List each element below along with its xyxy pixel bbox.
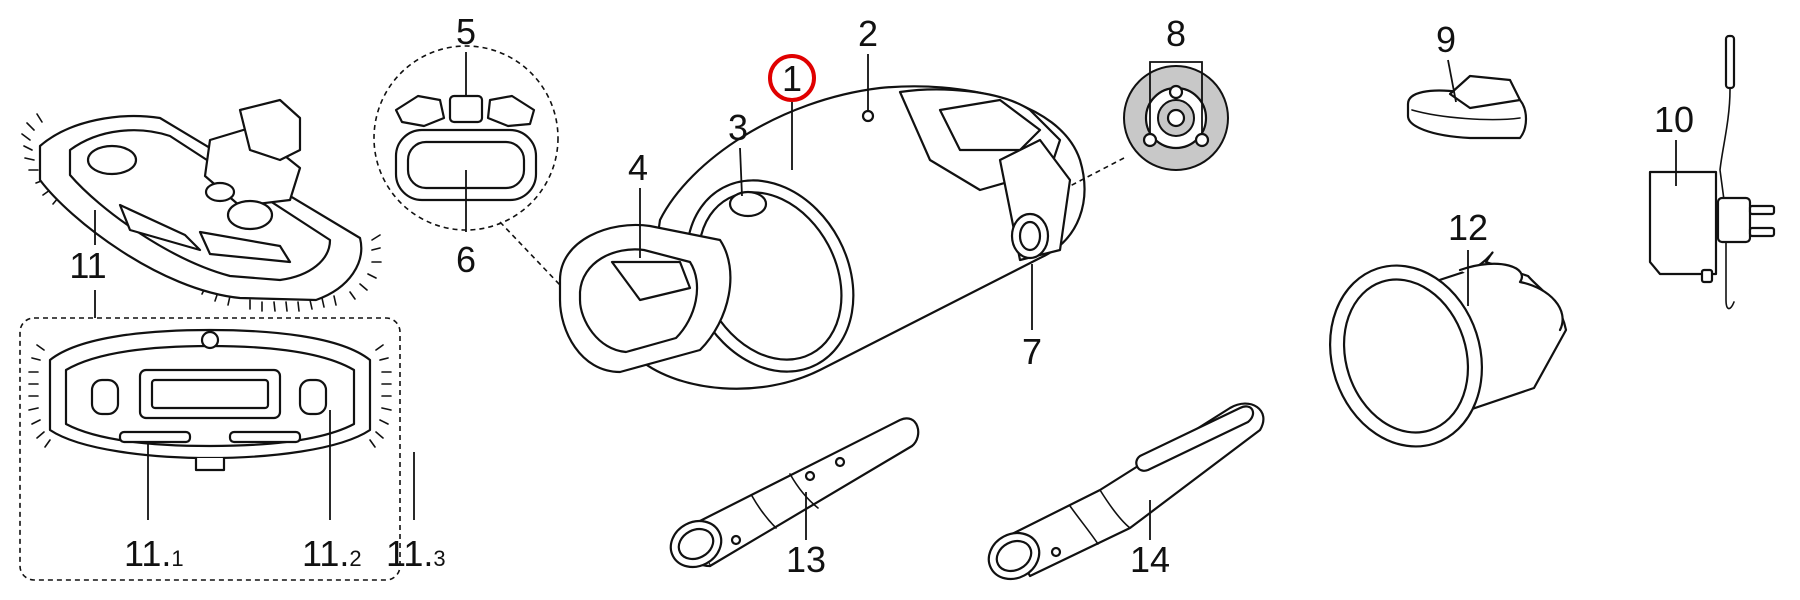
- callout-2: 2: [858, 13, 878, 54]
- callout-11-3: 11.3: [386, 533, 446, 574]
- callout-4: 4: [628, 147, 648, 188]
- part-14-crevice-tool: [987, 402, 1265, 581]
- callout-11-1: 11.1: [124, 533, 184, 574]
- part-12-filter: [1328, 251, 1568, 448]
- callout-6: 6: [456, 239, 476, 280]
- part-9-clip: [1406, 74, 1528, 140]
- parts-5-6-detail-view: [373, 45, 559, 231]
- leader-9: [1447, 59, 1457, 103]
- callout-3: 3: [728, 107, 748, 148]
- callout-14: 14: [1130, 539, 1170, 580]
- leader-3: [739, 147, 743, 197]
- callout-10: 10: [1654, 99, 1694, 140]
- part-1-main-body: [558, 85, 1086, 390]
- part-13-tube: [669, 417, 920, 569]
- part-10-charger: [1648, 34, 1776, 310]
- callout-8: 8: [1166, 13, 1186, 54]
- callout-7: 7: [1022, 331, 1042, 372]
- callout-12: 12: [1448, 207, 1488, 248]
- part-11-detail-view: [19, 317, 401, 581]
- callout-11: 11: [69, 245, 106, 286]
- callout-13: 13: [786, 539, 826, 580]
- detail-connector-8: [1069, 157, 1125, 187]
- highlight-circle-1: [768, 54, 816, 102]
- callout-1: 1: [782, 58, 802, 99]
- leader-8: [1149, 61, 1203, 134]
- callout-11-2: 11.2: [302, 533, 362, 574]
- callout-9: 9: [1436, 19, 1456, 60]
- part-8-disc: [1123, 65, 1229, 171]
- part-11-brush-head: [21, 98, 382, 312]
- detail-connector-6: [499, 221, 581, 307]
- callout-5: 5: [456, 11, 476, 52]
